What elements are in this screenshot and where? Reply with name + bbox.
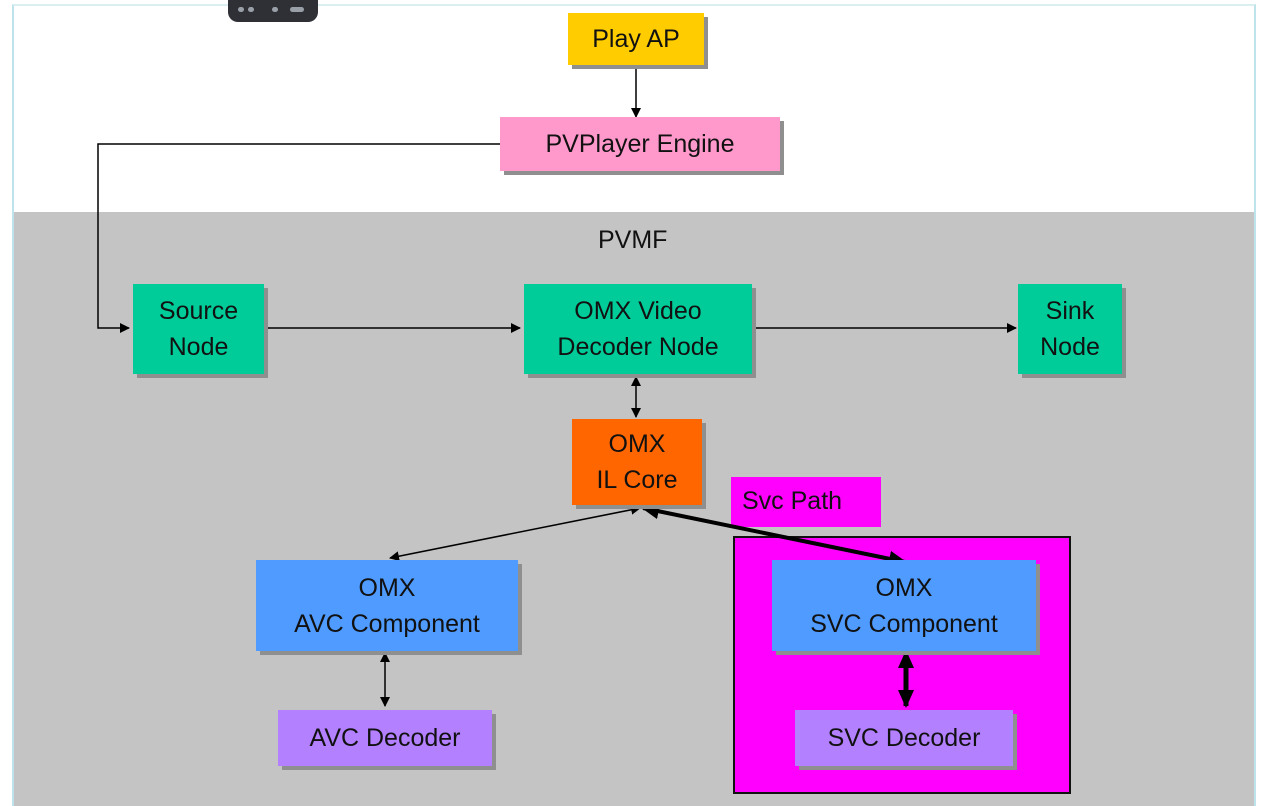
omx-video-decoder-node: OMX Video Decoder Node [524,284,752,374]
svc-decoder-node: SVC Decoder [795,710,1013,766]
device-thumbnail [228,0,318,22]
omx-svc-component-node: OMX SVC Component [772,560,1036,651]
slide-frame [12,4,1256,806]
arrow-ilcore-avc [389,504,641,562]
source-node: Source Node [133,284,264,374]
sink-node: Sink Node [1018,284,1122,374]
pvplayer-engine-node: PVPlayer Engine [500,117,780,171]
omx-avc-component-node: OMX AVC Component [256,560,518,651]
arrow-engine-to-source [97,143,500,333]
avc-decoder-node: AVC Decoder [278,710,492,766]
omx-il-core-node: OMX IL Core [572,419,702,505]
arrow-ilcore-svc [641,503,907,567]
play-ap-node: Play AP [568,13,704,65]
pvmf-label: PVMF [598,226,668,254]
